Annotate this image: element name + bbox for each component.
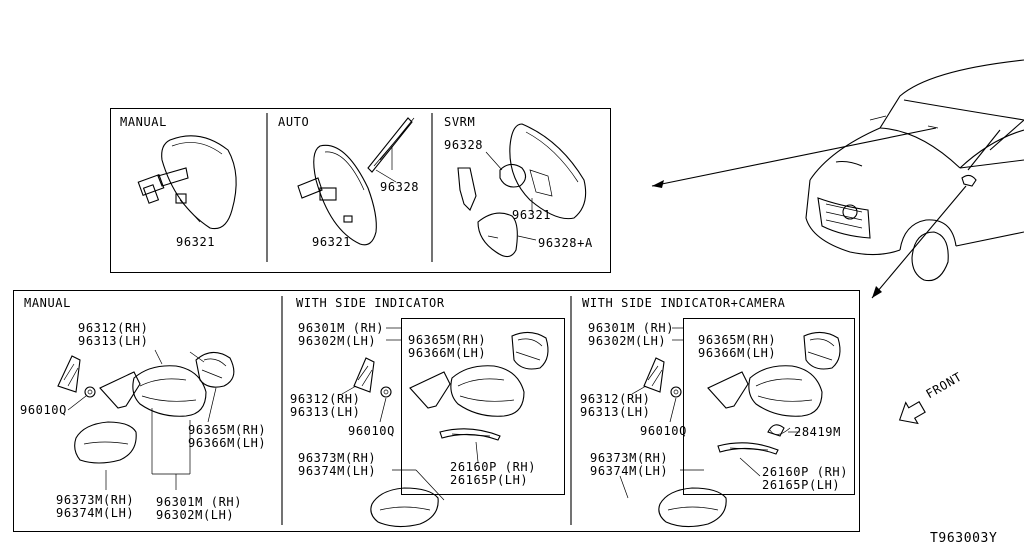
part-svrm-cover-a[interactable]: 96328+A bbox=[538, 236, 593, 250]
top-section-auto: AUTO bbox=[278, 115, 310, 129]
part-manual-clip[interactable]: 96010Q bbox=[20, 403, 67, 417]
part-indicator-clip[interactable]: 96010Q bbox=[348, 424, 395, 438]
part-auto-harness[interactable]: 96328 bbox=[380, 180, 420, 194]
part-indicator-glass-lh[interactable]: 96366M(LH) bbox=[408, 346, 487, 360]
part-indicator-assy-lh[interactable]: 96302M(LH) bbox=[298, 334, 377, 348]
part-camera-camera[interactable]: 28419M bbox=[794, 425, 841, 439]
part-svrm-mirror[interactable]: 96321 bbox=[512, 208, 552, 222]
manual-door-mirror-icon bbox=[57, 351, 235, 464]
part-camera-cap-rh[interactable]: 96373M(RH) bbox=[590, 451, 669, 465]
part-camera-lamp-rh[interactable]: 26160P (RH) bbox=[762, 465, 849, 479]
part-manual-cover-inner-rh[interactable]: 96312(RH) bbox=[78, 321, 149, 335]
top-section-manual: MANUAL bbox=[120, 115, 167, 129]
bottom-section-manual: MANUAL bbox=[24, 296, 71, 310]
part-camera-cover-inner-lh[interactable]: 96313(LH) bbox=[580, 405, 651, 419]
part-indicator-cap-rh[interactable]: 96373M(RH) bbox=[298, 451, 377, 465]
part-camera-glass-lh[interactable]: 96366M(LH) bbox=[698, 346, 777, 360]
part-camera-clip[interactable]: 96010Q bbox=[640, 424, 687, 438]
part-camera-assy-lh[interactable]: 96302M(LH) bbox=[588, 334, 667, 348]
part-indicator-cover-inner-lh[interactable]: 96313(LH) bbox=[290, 405, 361, 419]
part-camera-cover-inner-rh[interactable]: 96312(RH) bbox=[580, 392, 651, 406]
top-panel-frame bbox=[110, 108, 611, 273]
part-camera-lamp-lh[interactable]: 26165P(LH) bbox=[762, 478, 841, 492]
part-manual-assy-lh[interactable]: 96302M(LH) bbox=[156, 508, 235, 522]
bottom-section-side-indicator-camera: WITH SIDE INDICATOR+CAMERA bbox=[582, 296, 786, 310]
part-indicator-lamp-rh[interactable]: 26160P (RH) bbox=[450, 460, 537, 474]
front-arrow-icon bbox=[898, 401, 926, 425]
diagram-id: T963003Y bbox=[930, 531, 998, 546]
svrm-mirror-icon bbox=[457, 123, 587, 258]
part-indicator-lamp-lh[interactable]: 26165P(LH) bbox=[450, 473, 529, 487]
part-auto-mirror[interactable]: 96321 bbox=[312, 235, 352, 249]
part-indicator-assy-rh[interactable]: 96301M (RH) bbox=[298, 321, 385, 335]
auto-rear-mirror-icon bbox=[297, 117, 415, 246]
part-manual-glass-rh[interactable]: 96365M(RH) bbox=[188, 423, 267, 437]
part-manual-cover-inner-lh[interactable]: 96313(LH) bbox=[78, 334, 149, 348]
vehicle-sketch-icon bbox=[805, 59, 1024, 282]
part-svrm-cover[interactable]: 96328 bbox=[444, 138, 484, 152]
indicator-door-mirror-icon bbox=[353, 331, 549, 528]
part-indicator-cover-inner-rh[interactable]: 96312(RH) bbox=[290, 392, 361, 406]
part-manual-cap-rh[interactable]: 96373M(RH) bbox=[56, 493, 135, 507]
camera-inner-frame bbox=[683, 318, 855, 495]
bottom-panel-frame bbox=[13, 290, 860, 532]
part-indicator-cap-lh[interactable]: 96374M(LH) bbox=[298, 464, 377, 478]
part-indicator-glass-rh[interactable]: 96365M(RH) bbox=[408, 333, 487, 347]
manual-rear-mirror-icon bbox=[137, 135, 237, 230]
camera-door-mirror-icon bbox=[643, 331, 841, 528]
indicator-inner-frame bbox=[401, 318, 565, 495]
part-manual-glass-lh[interactable]: 96366M(LH) bbox=[188, 436, 267, 450]
bottom-section-side-indicator: WITH SIDE INDICATOR bbox=[296, 296, 445, 310]
part-manual-cap-lh[interactable]: 96374M(LH) bbox=[56, 506, 135, 520]
part-manual-mirror[interactable]: 96321 bbox=[176, 235, 216, 249]
part-camera-cap-lh[interactable]: 96374M(LH) bbox=[590, 464, 669, 478]
part-camera-assy-rh[interactable]: 96301M (RH) bbox=[588, 321, 675, 335]
top-section-svrm: SVRM bbox=[444, 115, 476, 129]
part-camera-glass-rh[interactable]: 96365M(RH) bbox=[698, 333, 777, 347]
part-manual-assy-rh[interactable]: 96301M (RH) bbox=[156, 495, 243, 509]
